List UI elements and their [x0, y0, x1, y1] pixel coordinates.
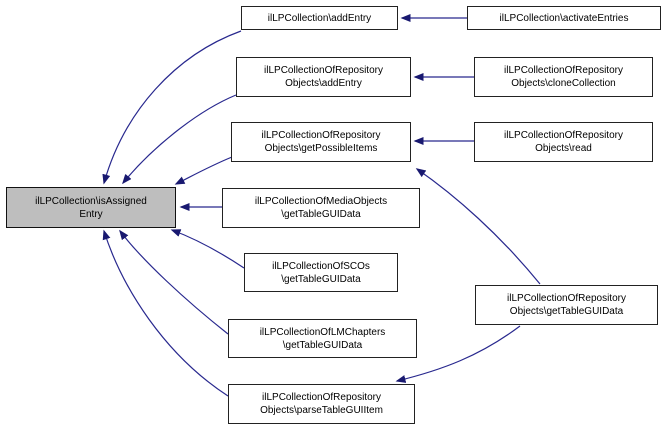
edge-scosgettablegui-to-isassignedentry	[170, 229, 245, 269]
node-media-objects-get-table-gui-data[interactable]: ilLPCollectionOfMediaObjects \getTableGU…	[222, 188, 420, 228]
edge-repogettablegui-to-getpossibleitems	[415, 168, 541, 285]
node-is-assigned-entry[interactable]: ilLPCollection\isAssigned Entry	[6, 187, 176, 228]
node-scos-get-table-gui-data[interactable]: ilLPCollectionOfSCOs \getTableGUIData	[244, 253, 398, 292]
node-parse-table-gui-item[interactable]: ilLPCollectionOfRepository Objects\parse…	[228, 384, 415, 424]
node-repo-get-table-gui-data[interactable]: ilLPCollectionOfRepository Objects\getTa…	[475, 285, 658, 325]
node-add-entry[interactable]: ilLPCollection\addEntry	[241, 6, 398, 30]
edge-lmchaptersgettablegui-to-isassignedentry	[119, 229, 229, 335]
node-clone-collection[interactable]: ilLPCollectionOfRepository Objects\clone…	[474, 57, 653, 97]
edge-parsetableguiitem-to-isassignedentry	[102, 229, 229, 397]
node-get-possible-items[interactable]: ilLPCollectionOfRepository Objects\getPo…	[231, 122, 411, 162]
node-repo-add-entry[interactable]: ilLPCollectionOfRepository Objects\addEn…	[236, 57, 411, 97]
node-lm-chapters-get-table-gui-data[interactable]: ilLPCollectionOfLMChapters \getTableGUID…	[228, 319, 417, 358]
node-read[interactable]: ilLPCollectionOfRepository Objects\read	[474, 122, 653, 162]
edge-addentry-to-isassignedentry	[102, 30, 242, 185]
edge-repoaddentry-to-isassignedentry	[122, 94, 237, 185]
edge-getpossibleitems-to-isassignedentry	[174, 156, 233, 185]
node-activate-entries[interactable]: ilLPCollection\activateEntries	[467, 6, 661, 30]
edge-repogettablegui-to-parsetableguiitem	[395, 325, 521, 383]
